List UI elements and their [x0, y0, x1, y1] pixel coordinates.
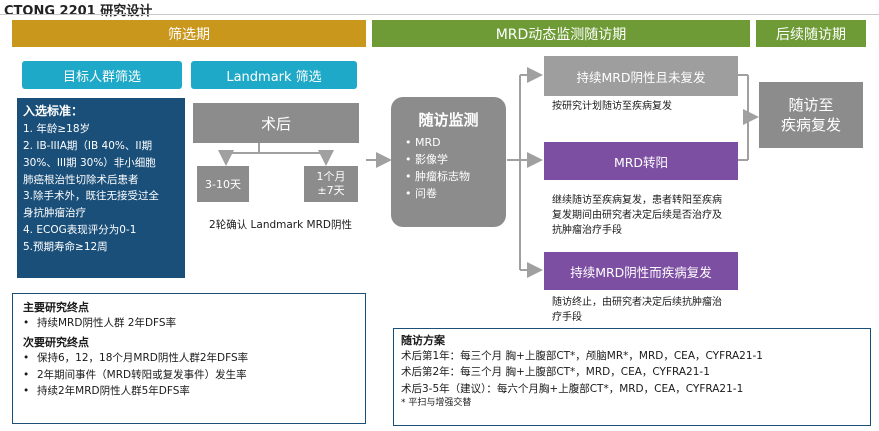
criteria-line: 4. ECOG表现评分为0-1 [23, 223, 137, 236]
criteria-line: 2. IB-IIIA期（IB 40%、II期 [23, 139, 153, 152]
phase-mrd-monitoring: MRD动态监测随访期 [372, 20, 750, 47]
monitoring-item: • 肿瘤标志物 [405, 170, 470, 184]
criteria-line: 身抗肿瘤治疗 [23, 207, 86, 220]
criteria-line: 3.除手术外，既往无接受过全 [23, 190, 160, 203]
outcome-negative-no-relapse-note: 按研究计划随访至疾病复发 [552, 101, 672, 112]
target-population-box: 目标人群筛选 [22, 61, 182, 89]
outcome-mrd-positive: MRD转阳 [544, 142, 738, 180]
surgery-box: 术后 [193, 103, 359, 143]
criteria-heading: 入选标准： [23, 104, 84, 118]
followup-plan-heading: 随访方案 [401, 334, 445, 347]
follow-until-relapse-box: 随访至 疾病复发 [759, 82, 863, 148]
followup-plan-row: 术后第2年：每三个月 胸+上腹部CT*，MRD，CEA，CYFRA21-1 [401, 366, 710, 379]
primary-endpoint-heading: 主要研究终点 [23, 301, 89, 314]
secondary-endpoint-item: •持续2年MRD阴性人群5年DFS率 [23, 384, 190, 397]
landmark-confirm-text: 2轮确认 Landmark MRD阴性 [209, 219, 352, 231]
followup-line1: 随访至 [788, 95, 834, 114]
primary-endpoint-item: •持续MRD阴性人群 2年DFS率 [23, 317, 177, 329]
followup-line2: 疾病复发 [780, 116, 841, 134]
inclusion-criteria-box: 入选标准： 1. 年龄≥18岁 2. IB-IIIA期（IB 40%、II期 3… [17, 98, 185, 278]
day-window-box: 3-10天 [197, 166, 249, 202]
landmark-screening-box: Landmark 筛选 [191, 61, 357, 89]
criteria-line: 1. 年龄≥18岁 [23, 123, 91, 136]
month-window-line1: 1个月 [316, 169, 346, 183]
criteria-line: 5.预期寿命≥12周 [23, 240, 108, 253]
follow-up-monitoring-box: 随访监测 • MRD • 影像学 • 肿瘤标志物 • 问卷 [391, 97, 506, 227]
page-title: CTONG 2201 研究设计 [4, 4, 153, 19]
followup-plan-row: 术后第1年：每三个月 胸+上腹部CT*，颅脑MR*，MRD，CEA，CYFRA2… [401, 350, 763, 362]
criteria-line: 30%、III期 30%）非小细胞 [23, 156, 156, 169]
secondary-endpoint-heading: 次要研究终点 [23, 336, 89, 350]
phase-followup: 后续随访期 [756, 20, 866, 47]
month-window-box: 1个月 ±7天 [304, 166, 358, 202]
outcome-negative-no-relapse: 持续MRD阴性且未复发 [544, 56, 738, 96]
outcome-negative-relapse-note: 随访终止，由研究者决定后续抗肿瘤治疗手段 [552, 297, 722, 323]
phase-screening: 筛选期 [12, 20, 366, 47]
followup-plan-panel: 随访方案 术后第1年：每三个月 胸+上腹部CT*，颅脑MR*，MRD，CEA，C… [393, 328, 871, 426]
monitoring-item: • 问卷 [405, 187, 437, 201]
monitoring-item: • MRD [405, 136, 441, 149]
secondary-endpoint-item: •保持6，12，18个月MRD阴性人群2年DFS率 [23, 352, 249, 365]
secondary-endpoint-item: •2年期间事件（MRD转阳或复发事件）发生率 [23, 368, 247, 381]
monitoring-item: • 影像学 [405, 153, 448, 167]
followup-plan-footnote: * 平扫与增强交替 [401, 397, 472, 408]
followup-plan-row: 术后3-5年（建议）：每六个月胸+上腹部CT*，MRD，CEA，CYFRA21-… [401, 382, 744, 395]
title-divider [0, 14, 879, 15]
outcome-mrd-positive-note: 继续随访至疾病复发，患者转阳至疾病复发期间由研究者决定后续是否治疗及抗肿瘤治疗手… [552, 195, 722, 236]
month-window-line2: ±7天 [317, 184, 345, 197]
outcome-negative-relapse: 持续MRD阴性而疾病复发 [544, 252, 738, 290]
monitoring-title: 随访监测 [418, 111, 479, 129]
endpoints-panel: 主要研究终点 •持续MRD阴性人群 2年DFS率 次要研究终点 •保持6，12，… [12, 293, 366, 424]
criteria-line: 肺癌根治性切除术后患者 [23, 173, 139, 186]
